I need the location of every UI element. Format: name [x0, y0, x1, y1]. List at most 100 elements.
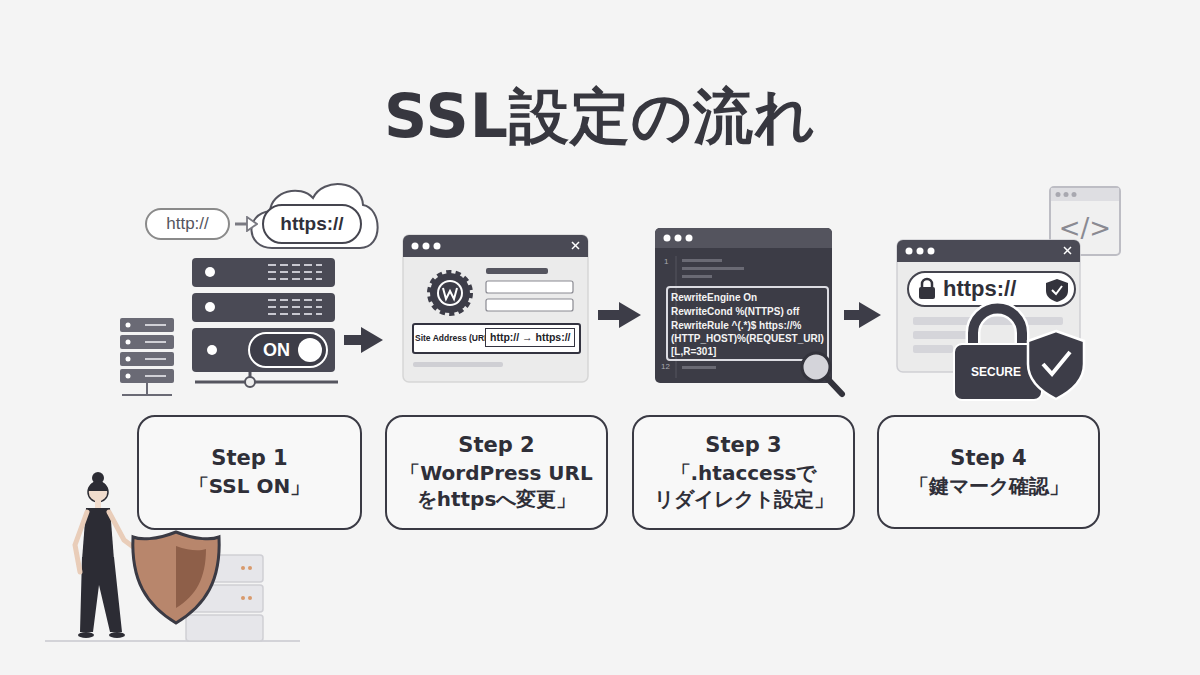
code-editor-frame — [682, 366, 716, 369]
secure-browser-frame — [917, 248, 924, 255]
small-server-rack — [145, 324, 166, 326]
small-server-rack — [126, 374, 131, 379]
small-server-rack — [146, 383, 148, 395]
server-rack — [192, 328, 335, 372]
secure-browser-frame — [1064, 247, 1071, 254]
step-label: 「SSL ON」 — [189, 473, 310, 499]
cloud-outline — [251, 184, 377, 248]
small-server-rack — [126, 340, 131, 345]
small-server-rack — [145, 375, 166, 377]
person-figure — [78, 632, 94, 638]
server-stack — [241, 566, 245, 570]
server-rack — [205, 267, 215, 277]
form-fields — [413, 268, 580, 367]
small-server-rack — [126, 323, 131, 328]
secure-browser-frame — [919, 287, 935, 299]
secure-browser-frame — [1064, 247, 1071, 254]
flow-arrow — [344, 335, 361, 345]
secure-browser-frame — [922, 279, 932, 288]
line-number: 1 — [664, 257, 668, 266]
cloud-outline — [251, 184, 377, 248]
step-label: 「鍵マーク確認」 — [909, 473, 1069, 499]
secure-browser-frame — [1052, 286, 1062, 294]
line-number: 12 — [661, 362, 670, 371]
step-box: Step 4「鍵マーク確認」 — [877, 415, 1100, 529]
code-line: RewriteRule ^(.*)$ https://% (HTTP_HOST)… — [671, 319, 829, 358]
code-editor-frame — [682, 267, 744, 270]
toggle-knob — [298, 338, 322, 362]
protocol-text: http:// — [166, 214, 209, 234]
code-icon-window — [1064, 192, 1069, 197]
url-field: http:// → https:// — [485, 328, 575, 347]
code-line: RewriteCond %(NTTPS) off — [671, 305, 829, 318]
magnifier-icon — [802, 353, 842, 394]
shield-emblem — [176, 546, 206, 608]
wordpress-gear-logo — [443, 288, 457, 299]
step-number: Step 2 — [458, 432, 534, 460]
small-server-rack — [126, 357, 131, 362]
server-stack — [248, 566, 252, 570]
code-editor-frame — [664, 235, 671, 242]
flow-arrow — [235, 223, 247, 226]
code-editor-frame — [682, 259, 722, 262]
step-box: Step 1「SSL ON」 — [137, 415, 362, 530]
browser-window-frame — [403, 235, 588, 257]
diagram-title: SSL設定の流れ — [0, 80, 1200, 152]
toggle-text: ON — [263, 340, 290, 361]
small-server-rack — [120, 318, 174, 395]
server-rack — [268, 306, 322, 308]
browser-window-frame — [403, 235, 588, 382]
server-rack — [268, 264, 322, 266]
shield-check-icon — [1028, 331, 1084, 399]
protocol-pill: https:// — [262, 204, 362, 244]
step-box: Step 3「.htaccessで リダイレクト設定」 — [632, 415, 855, 530]
code-icon-window — [1056, 192, 1061, 197]
server-rack — [192, 258, 335, 287]
form-fields — [486, 268, 548, 274]
browser-window-frame — [423, 243, 430, 250]
step-box: Step 2「WordPress URL をhttpsへ変更」 — [385, 415, 608, 530]
small-server-rack — [145, 341, 166, 343]
server-rack — [195, 381, 338, 384]
small-server-rack — [120, 369, 174, 383]
server-rack — [192, 293, 335, 322]
small-server-rack — [120, 352, 174, 366]
server-stack — [241, 596, 245, 600]
browser-window-frame — [403, 235, 588, 382]
code-icon-window — [1051, 188, 1119, 201]
secure-browser-frame — [913, 345, 953, 353]
small-server-rack — [120, 335, 174, 349]
server-rack — [268, 278, 322, 280]
flow-arrow — [844, 310, 859, 320]
code-icon-window — [1072, 192, 1077, 197]
server-rack — [268, 313, 322, 315]
wordpress-gear-logo — [439, 282, 461, 304]
secure-browser-frame — [906, 248, 913, 255]
server-rack — [207, 345, 217, 355]
browser-window-frame — [572, 242, 579, 249]
shield-check-icon — [1028, 331, 1084, 399]
code-editor-frame — [667, 287, 828, 360]
code-editor-frame — [655, 228, 832, 248]
wordpress-gear-logo — [430, 273, 470, 313]
magnifier-icon — [826, 377, 842, 394]
secure-browser-frame — [913, 331, 973, 339]
code-line: RewriteEngine On — [671, 291, 829, 304]
browser-window-frame — [572, 242, 579, 249]
shield-check-icon — [1043, 352, 1070, 374]
small-server-rack — [120, 318, 174, 332]
code-editor-frame — [655, 228, 832, 383]
server-rack — [268, 271, 322, 273]
small-server-rack — [122, 394, 172, 396]
step-label: 「WordPress URL をhttpsへ変更」 — [393, 460, 600, 513]
server-stack — [248, 596, 252, 600]
person-figure — [80, 557, 122, 632]
browser-window-frame — [434, 243, 441, 250]
protocol-text: https:// — [280, 213, 343, 235]
toggle-switch: ON — [248, 332, 328, 368]
field-label: Site Address (URL) — [415, 332, 492, 344]
server-rack — [245, 377, 255, 387]
step-number: Step 3 — [705, 432, 781, 460]
lock-text: SECURE — [963, 365, 1029, 379]
